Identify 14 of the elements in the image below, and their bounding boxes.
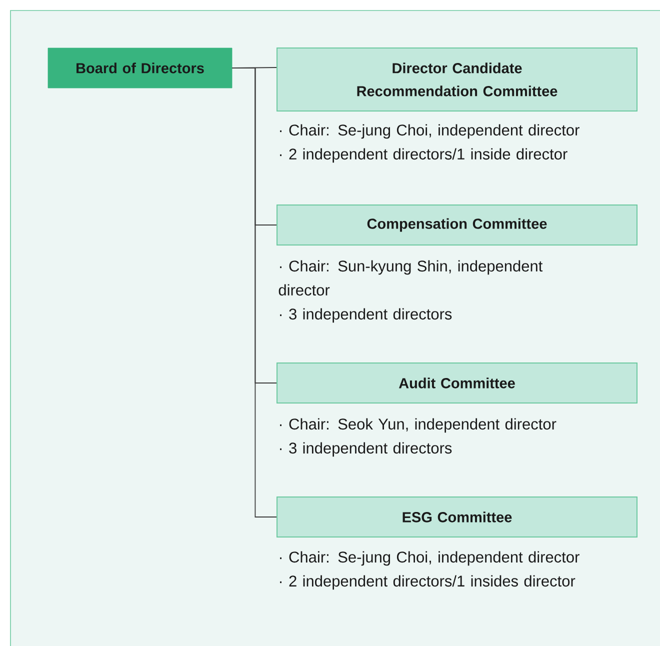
bullet-text: · Chair: Se-jung Choi, independent director: [280, 124, 580, 139]
bullet-text: · 2 independent directors/1 inside director: [280, 148, 568, 163]
bullet-text: · 3 independent directors: [280, 442, 452, 457]
bullet-text: · 3 independent directors: [280, 308, 452, 323]
board-box: Board of Directors: [48, 48, 232, 88]
bullet-text: · 2 independent directors/1 insides director: [280, 575, 576, 590]
committee-box: Director Candidate Recommendation Committee: [276, 48, 638, 112]
committee-box: ESG Committee: [276, 496, 638, 538]
bullet-text: · Chair: Sun-kyung Shin, independent director: [278, 260, 543, 296]
bullet-text: · Chair: Seok Yun, independent director: [280, 418, 556, 433]
committee-box: Compensation Committee: [276, 204, 638, 246]
bullet-text: · Chair: Se-jung Choi, independent director: [280, 551, 580, 566]
connector-line: [232, 68, 277, 518]
committee-box: Audit Committee: [276, 362, 638, 404]
